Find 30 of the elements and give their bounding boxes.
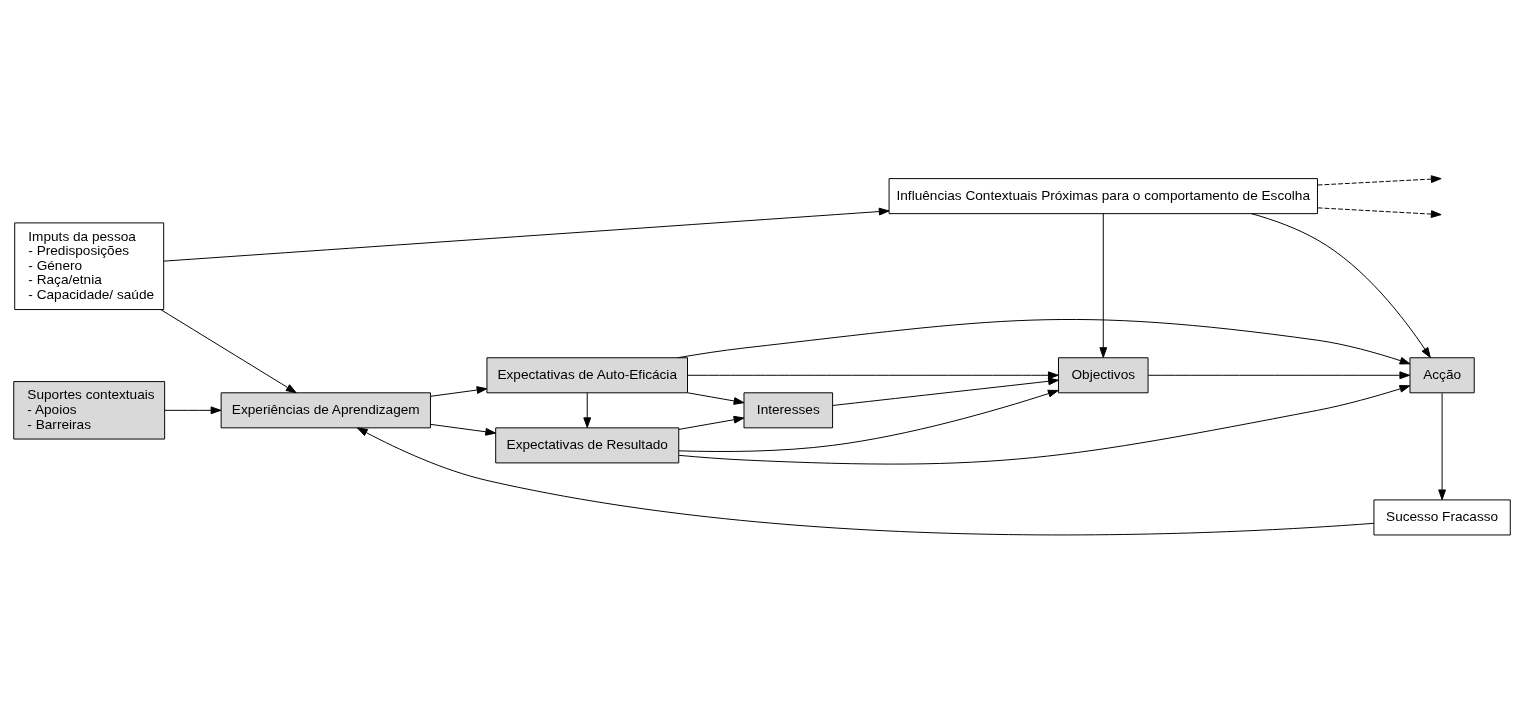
- arrow: [430, 385, 488, 397]
- node-box: Influências Contextuais Próximas para o comportamento de Escolha: [888, 177, 1318, 214]
- node-box: Suportes contextuais - Apoios - Barreiras: [13, 380, 166, 440]
- node-box: Expectativas de Resultado: [495, 426, 680, 463]
- arrow: [163, 207, 890, 262]
- arrow: [160, 308, 297, 393]
- arrow: [678, 389, 1059, 452]
- node-box: Acção: [1409, 356, 1475, 393]
- arrow: [678, 384, 1411, 465]
- arrow: [832, 376, 1059, 406]
- arrow: [357, 426, 1375, 535]
- arrow: [430, 423, 497, 436]
- node-box: Interesses: [743, 391, 834, 428]
- arrow: [1251, 212, 1431, 358]
- arrow: [583, 391, 592, 428]
- arrow: [1317, 174, 1442, 185]
- node-box: Experiências de Aprendizagem: [220, 391, 431, 428]
- arrow: [678, 415, 745, 430]
- arrow: [1147, 370, 1411, 379]
- node-box: Objectivos: [1058, 356, 1149, 393]
- node-box: Expectativas de Auto-Eficácia: [486, 356, 688, 393]
- node-box: Imputs da pessoa - Predisposições - Género - Raça/etnia - Capacidade/ saúde: [14, 221, 165, 310]
- arrow: [1438, 392, 1446, 500]
- arrow: [677, 318, 1411, 364]
- arrow: [687, 391, 745, 405]
- node-box: Sucesso Fracasso: [1373, 498, 1511, 535]
- arrow: [1099, 212, 1108, 358]
- arrow: [164, 405, 222, 414]
- arrow: [1317, 206, 1442, 218]
- arrow: [687, 370, 1059, 379]
